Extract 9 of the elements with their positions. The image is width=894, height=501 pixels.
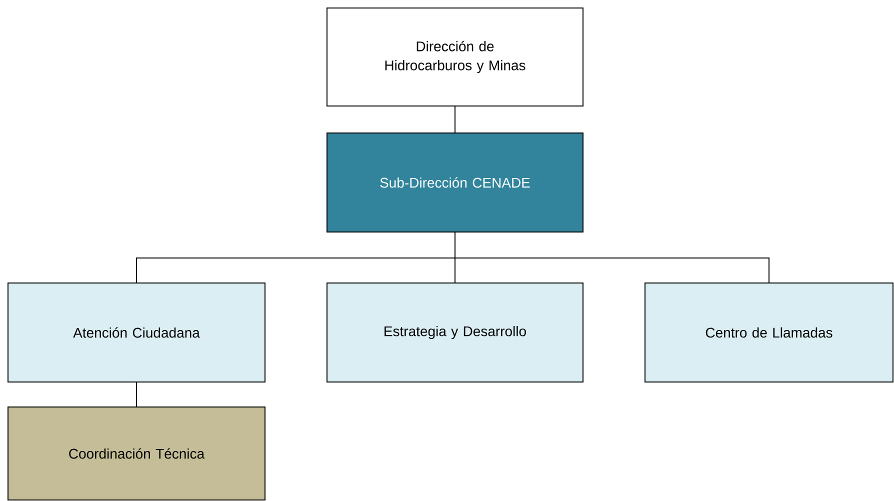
org-box: Dirección de Hidrocarburos y Minas	[326, 8, 584, 106]
connector-line	[454, 232, 770, 283]
connector-line	[136, 382, 137, 407]
org-box: Atención Ciudadana	[8, 282, 266, 382]
connector-line	[454, 106, 456, 133]
org-box: Sub-Dirección CENADE	[326, 132, 584, 232]
org-box: Coordinación Técnica	[8, 406, 266, 500]
org-box: Centro de Llamadas	[644, 282, 894, 382]
org-box: Estrategia y Desarrollo	[326, 282, 584, 382]
